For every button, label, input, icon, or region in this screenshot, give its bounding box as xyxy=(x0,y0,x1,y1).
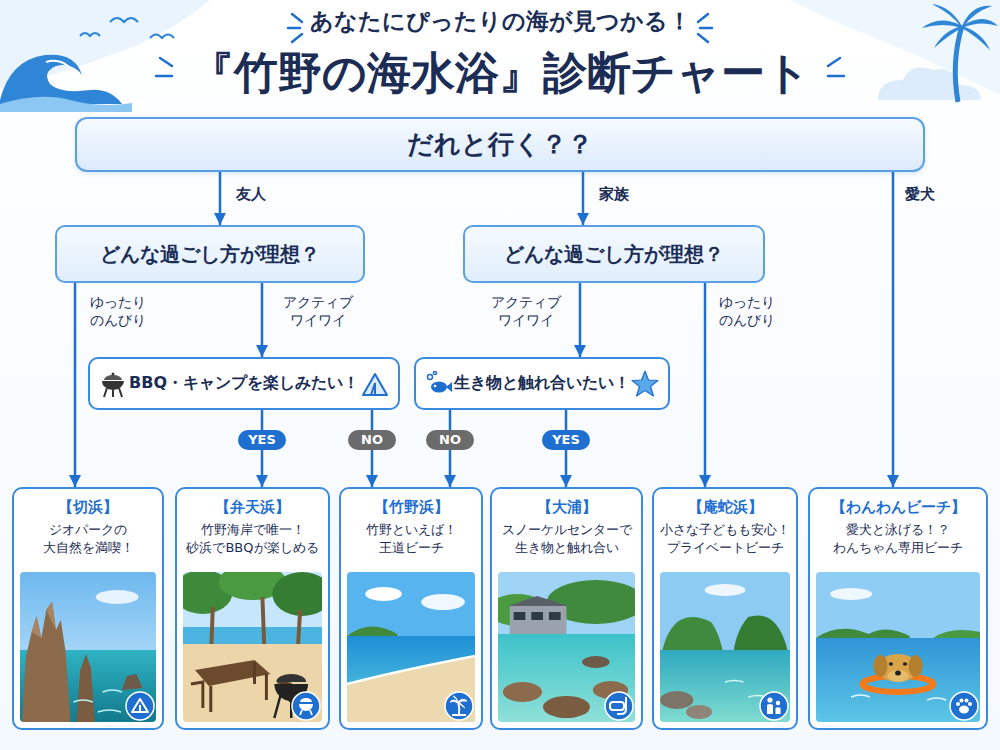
snorkel-icon xyxy=(604,691,634,721)
decision-box: どんな過ごし方が理想？ xyxy=(55,225,365,283)
palm-icon xyxy=(444,691,474,721)
yes-badge: YES xyxy=(542,430,590,450)
branch-label: 家族 xyxy=(599,185,643,205)
start-question-box: だれと行く？？ xyxy=(75,117,925,172)
flow-arrow xyxy=(892,172,895,487)
no-badge: NO xyxy=(348,430,396,450)
tent-icon xyxy=(360,369,390,399)
node-title: どんな過ごし方が理想？ xyxy=(504,241,724,268)
node-body: 愛犬と泳げる！？ わんちゃん専用ビーチ xyxy=(810,521,986,556)
flow-arrow xyxy=(582,172,585,225)
flow-arrow xyxy=(261,283,264,357)
node-title: だれと行く？？ xyxy=(407,127,593,162)
fish-icon xyxy=(424,369,454,399)
branch-label: アクティブ ワイワイ xyxy=(484,293,568,329)
beach-card: 【庵蛇浜】小さな子どもも安心！ プライベートビーチ xyxy=(652,487,798,730)
node-title: 【弁天浜】 xyxy=(177,498,328,517)
flow-arrow xyxy=(579,283,582,357)
branch-label: アクティブ ワイワイ xyxy=(276,293,360,329)
flow-arrow xyxy=(219,172,222,225)
beach-card: 【竹野浜】竹野といえば！ 王道ビーチ xyxy=(339,487,483,730)
decision-box: どんな過ごし方が理想？ xyxy=(463,225,765,283)
beach-card: 【弁天浜】竹野海岸で唯一！ 砂浜でBBQが楽しめる xyxy=(175,487,330,730)
question-box: BBQ・キャンプを楽しみたい！ xyxy=(88,357,400,410)
family-icon xyxy=(759,691,789,721)
beach-card: 【わんわんビーチ】愛犬と泳げる！？ わんちゃん専用ビーチ xyxy=(808,487,988,730)
paw-icon xyxy=(949,691,979,721)
node-title: 【大浦】 xyxy=(492,498,641,517)
branch-label: 友人 xyxy=(236,185,280,205)
beach-card: 【切浜】ジオパークの 大自然を満喫！ xyxy=(12,487,164,730)
flow-arrow xyxy=(704,283,707,487)
node-title: BBQ・キャンプを楽しみたい！ xyxy=(129,373,359,394)
grill-icon xyxy=(291,691,321,721)
tent-icon xyxy=(125,691,155,721)
node-title: 【わんわんビーチ】 xyxy=(810,498,986,517)
node-body: ジオパークの 大自然を満喫！ xyxy=(14,521,162,556)
chart-title: 『竹野の海水浴』診断チャート xyxy=(0,44,1000,103)
bbq-grill-icon xyxy=(98,369,128,399)
no-badge: NO xyxy=(426,430,474,450)
beach-card: 【大浦】スノーケルセンターで 生き物と触れ合い xyxy=(490,487,643,730)
yes-badge: YES xyxy=(238,430,286,450)
node-body: 小さな子どもも安心！ プライベートビーチ xyxy=(654,521,796,556)
node-body: 竹野といえば！ 王道ビーチ xyxy=(341,521,481,556)
subtitle-label: あなたにぴったりの海が見つかる！ xyxy=(0,6,1000,37)
node-title: 【竹野浜】 xyxy=(341,498,481,517)
branch-label: ゆったり のんびり xyxy=(90,293,160,329)
node-title: 生き物と触れ合いたい！ xyxy=(454,373,630,394)
node-title: 【庵蛇浜】 xyxy=(654,498,796,517)
question-box: 生き物と触れ合いたい！ xyxy=(414,357,670,410)
branch-label: 愛犬 xyxy=(905,185,949,205)
starfish-icon xyxy=(630,369,660,399)
branch-label: ゆったり のんびり xyxy=(719,293,789,329)
flow-arrow xyxy=(74,283,77,487)
node-title: どんな過ごし方が理想？ xyxy=(100,241,320,268)
node-body: スノーケルセンターで 生き物と触れ合い xyxy=(492,521,641,556)
node-body: 竹野海岸で唯一！ 砂浜でBBQが楽しめる xyxy=(177,521,328,556)
node-title: 【切浜】 xyxy=(14,498,162,517)
